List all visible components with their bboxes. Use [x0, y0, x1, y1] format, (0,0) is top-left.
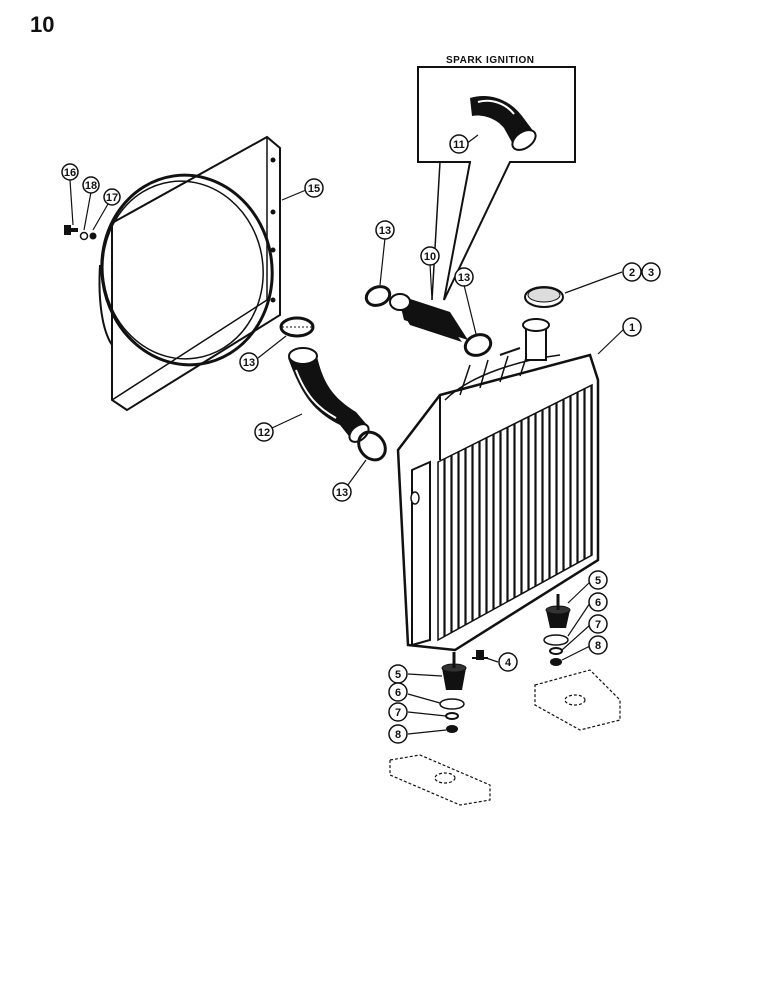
svg-text:12: 12 — [258, 427, 270, 439]
fan-shroud — [98, 135, 281, 412]
callout-17: 17 — [103, 188, 121, 206]
radiator-cap — [524, 286, 564, 308]
svg-text:6: 6 — [595, 597, 601, 609]
svg-text:7: 7 — [395, 707, 401, 719]
mount-left-hardware — [439, 652, 467, 733]
callout-6-right: 6 — [588, 592, 608, 612]
svg-text:10: 10 — [424, 251, 436, 263]
svg-text:2: 2 — [629, 267, 635, 279]
svg-text:13: 13 — [336, 487, 348, 499]
callout-12: 12 — [254, 422, 274, 442]
svg-text:17: 17 — [106, 192, 118, 204]
callout-6-left: 6 — [388, 682, 408, 702]
svg-text:3: 3 — [648, 267, 654, 279]
mount-bracket-left — [389, 754, 491, 806]
callout-11: 11 — [449, 134, 469, 154]
mount-right-hardware — [543, 594, 571, 666]
upper-hose-spark — [470, 96, 537, 151]
lower-hose — [288, 347, 370, 443]
hose-clamp-13a — [279, 316, 315, 338]
callout-15: 15 — [304, 178, 324, 198]
callout-13-lower: 13 — [332, 482, 352, 502]
svg-text:7: 7 — [595, 619, 601, 631]
svg-text:5: 5 — [395, 669, 401, 681]
radiator — [396, 318, 600, 652]
hose-clamp-13b — [357, 430, 387, 462]
callout-5-left: 5 — [388, 664, 408, 684]
svg-text:13: 13 — [243, 357, 255, 369]
callout-7-right: 7 — [588, 614, 608, 634]
shroud-nut — [89, 232, 97, 240]
inset-title: SPARK IGNITION — [446, 55, 534, 66]
svg-text:16: 16 — [64, 167, 76, 179]
svg-text:6: 6 — [395, 687, 401, 699]
mount-bracket-right — [534, 669, 621, 731]
lock-washer — [79, 231, 89, 241]
inset-leader-line — [431, 161, 441, 301]
callout-7-left: 7 — [388, 702, 408, 722]
hose-clamp-13c — [364, 285, 392, 307]
callout-8-right: 8 — [588, 635, 608, 655]
callout-2: 2 — [622, 262, 642, 282]
upper-hose — [389, 293, 468, 342]
svg-text:13: 13 — [458, 272, 470, 284]
svg-text:18: 18 — [85, 180, 97, 192]
callout-16: 16 — [61, 163, 79, 181]
callout-5-right: 5 — [588, 570, 608, 590]
hose-clamp-13d — [463, 333, 493, 357]
spark-ignition-inset: SPARK IGNITION — [417, 55, 576, 301]
leader-lines — [69, 134, 627, 735]
callout-13-shroud: 13 — [239, 352, 259, 372]
svg-text:1: 1 — [629, 322, 635, 334]
callout-1: 1 — [622, 317, 642, 337]
drain-cock — [472, 650, 488, 660]
callout-18: 18 — [82, 176, 100, 194]
callout-3: 3 — [641, 262, 661, 282]
svg-text:15: 15 — [308, 183, 320, 195]
callout-4: 4 — [498, 652, 518, 672]
shroud-bolt — [64, 225, 78, 235]
callout-13-top-right: 13 — [454, 267, 474, 287]
callout-8-left: 8 — [388, 724, 408, 744]
svg-text:8: 8 — [395, 729, 401, 741]
svg-text:5: 5 — [595, 575, 601, 587]
callout-10: 10 — [420, 246, 440, 266]
svg-text:8: 8 — [595, 640, 601, 652]
svg-text:4: 4 — [505, 657, 512, 669]
svg-text:11: 11 — [453, 139, 465, 151]
callout-13-top-left: 13 — [375, 220, 395, 240]
svg-text:13: 13 — [379, 225, 391, 237]
page-number: 10 — [30, 12, 55, 37]
